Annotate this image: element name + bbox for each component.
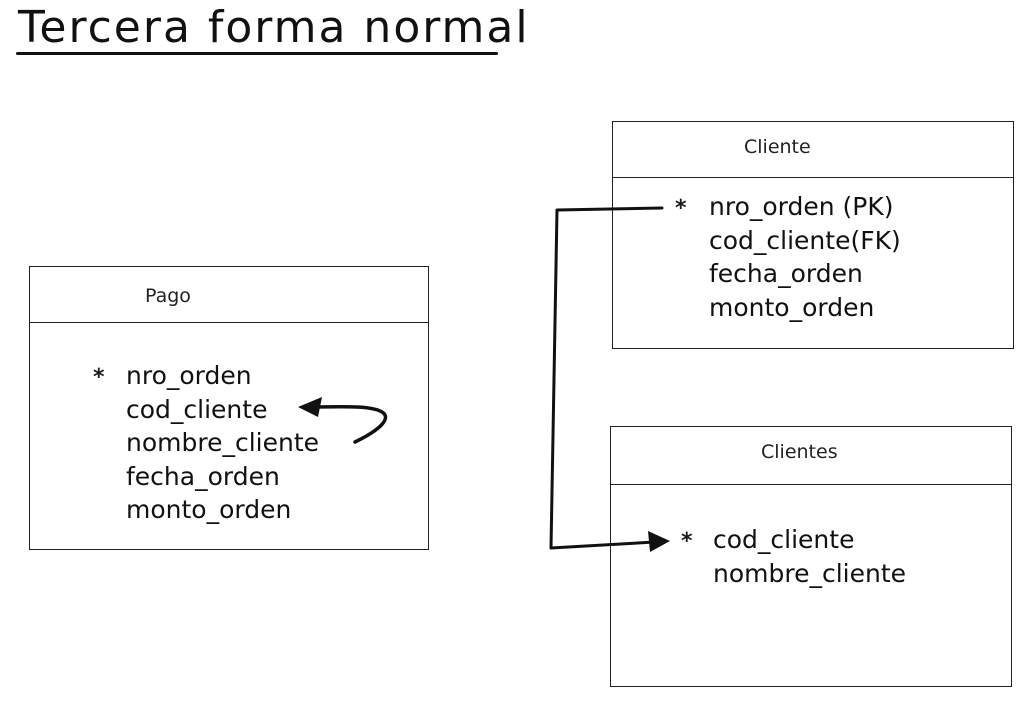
entity-pago-name: Pago: [145, 285, 191, 307]
diagram-title: Tercera forma normal: [18, 2, 530, 53]
attribute: nombre_cliente: [126, 428, 320, 457]
entity-cliente-header: [613, 122, 1013, 178]
title-underline: [16, 52, 498, 55]
attribute: nombre_cliente: [713, 558, 907, 588]
entity-cliente[interactable]: Cliente * nro_orden (PK) cod_cliente(FK)…: [612, 121, 1014, 349]
attribute: cod_cliente: [126, 394, 268, 424]
attribute: monto_orden: [126, 495, 292, 524]
entity-clientes-name: Clientes: [761, 441, 838, 463]
attribute: nro_orden: [126, 361, 252, 390]
attribute: fecha_orden: [709, 259, 863, 288]
entity-pago-header: [30, 267, 428, 323]
attribute: monto_orden: [709, 292, 875, 322]
entity-pago[interactable]: Pago * nro_orden cod_cliente nombre_clie…: [29, 266, 429, 550]
attribute: nro_orden (PK): [709, 192, 894, 221]
entity-clientes-attributes: cod_cliente nombre_cliente: [713, 523, 906, 590]
entity-cliente-attributes: nro_orden (PK) cod_cliente(FK) fecha_ord…: [709, 190, 901, 324]
entity-pago-attributes: nro_orden cod_cliente nombre_cliente fec…: [126, 359, 319, 527]
entity-clientes[interactable]: Clientes * cod_cliente nombre_cliente: [610, 426, 1012, 687]
pk-marker: *: [675, 196, 687, 221]
pk-marker: *: [681, 529, 693, 554]
entity-clientes-header: [611, 427, 1011, 485]
pk-marker: *: [93, 365, 105, 390]
entity-cliente-name: Cliente: [744, 136, 811, 158]
attribute: cod_cliente(FK): [709, 225, 901, 255]
attribute: cod_cliente: [713, 525, 855, 554]
attribute: fecha_orden: [126, 461, 280, 491]
